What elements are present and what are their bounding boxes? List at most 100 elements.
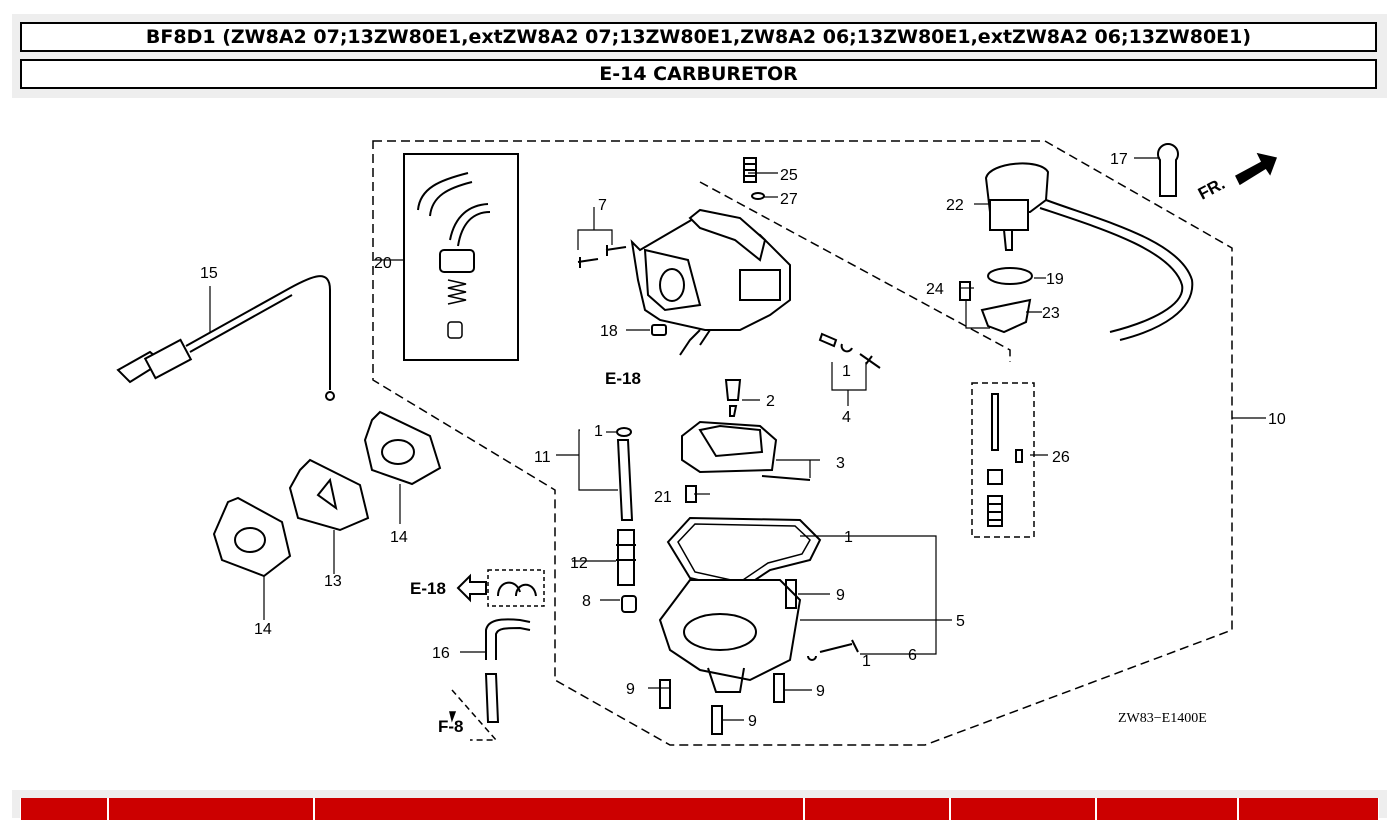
part-15-choke-cable	[116, 275, 335, 401]
part-3-float	[681, 420, 811, 481]
callout-11: 11	[534, 449, 551, 466]
callout-17: 17	[1110, 151, 1128, 168]
callout-21: 21	[654, 489, 672, 506]
diagram-code: ZW83−E1400E	[1118, 711, 1207, 726]
e18-inset-clip	[497, 581, 537, 597]
table-col-1	[20, 798, 108, 820]
callout-8: 8	[582, 593, 591, 610]
callout-25: 25	[780, 167, 798, 184]
part-4-screw	[818, 332, 881, 369]
part-9-bolt-c	[773, 673, 785, 703]
callout-27: 27	[780, 191, 798, 208]
callout-19: 19	[1046, 271, 1064, 288]
f8-ref-lines	[451, 689, 498, 741]
e18-inset-box	[487, 569, 545, 607]
part-26-needle	[987, 393, 1023, 527]
callout-5: 5	[956, 613, 965, 630]
part-1-gasket-inner	[677, 523, 811, 583]
part-20-elbow	[417, 172, 491, 247]
callout-9-d: 9	[748, 713, 757, 730]
fr-arrow	[1235, 152, 1278, 186]
callout-9-c: 9	[816, 683, 825, 700]
part-25-screw	[743, 157, 757, 183]
callout-4: 4	[842, 409, 851, 426]
callout-22: 22	[946, 197, 964, 214]
callout-26: 26	[1052, 449, 1070, 466]
part-24-screw	[959, 281, 971, 301]
part-16-tube	[484, 673, 500, 723]
model-title: BF8D1 (ZW8A2 07;13ZW80E1,extZW8A2 07;13Z…	[20, 22, 1377, 52]
table-col-3	[314, 798, 804, 820]
callout-12: 12	[570, 555, 588, 572]
callout-1-d: 1	[862, 653, 871, 670]
part-9-bolt-a	[785, 579, 797, 609]
part-19-oring	[987, 267, 1033, 285]
table-col-5	[950, 798, 1096, 820]
table-col-2	[108, 798, 314, 820]
part-7-screws	[577, 245, 627, 268]
callout-3: 3	[836, 455, 845, 472]
callout-24: 24	[926, 281, 944, 298]
part-14-gasket-a	[363, 410, 442, 486]
part-9-bolt-b	[659, 679, 671, 709]
callout-6: 6	[908, 647, 917, 664]
part-1-washer-jet	[616, 427, 632, 437]
part-13-gasket-hole	[316, 477, 338, 511]
assembly-outline	[372, 140, 1233, 746]
part-20-spring	[447, 279, 467, 305]
callout-15: 15	[200, 265, 218, 282]
part-14-gasket-b	[212, 496, 292, 578]
callout-14-a: 14	[390, 529, 408, 546]
ref-f8: F-8	[438, 717, 464, 736]
part-9-bolt-d	[711, 705, 723, 735]
part-22-solenoid	[984, 162, 1194, 341]
callout-13: 13	[324, 573, 342, 590]
callout-10: 10	[1268, 411, 1286, 428]
callout-23: 23	[1042, 305, 1060, 322]
ref-e18-top: E-18	[605, 369, 641, 388]
carburetor-body	[630, 208, 791, 356]
part-23-plate	[980, 298, 1032, 334]
leader-lines	[209, 157, 1266, 721]
part-6-screw	[807, 639, 859, 661]
part-27-oring	[751, 192, 765, 200]
carb-body-outline	[699, 181, 1011, 362]
fr-direction-label: FR.	[1195, 174, 1228, 204]
part-18-screw	[651, 324, 667, 336]
f8-arrow	[449, 711, 457, 723]
ref-e18-left: E-18	[410, 579, 446, 598]
part-11-tube	[616, 439, 634, 521]
part-13-gasket	[288, 458, 370, 532]
header-panel: BF8D1 (ZW8A2 07;13ZW80E1,extZW8A2 07;13Z…	[12, 14, 1387, 98]
section-title: E-14 CARBURETOR	[20, 59, 1377, 89]
table-col-6	[1096, 798, 1238, 820]
callout-18: 18	[600, 323, 618, 340]
callout-7: 7	[598, 197, 607, 214]
table-col-4	[804, 798, 950, 820]
callout-16: 16	[432, 645, 450, 662]
table-col-7	[1238, 798, 1379, 820]
parts-table-header	[12, 790, 1387, 820]
part-5-float-chamber	[658, 579, 802, 693]
inset-box-26	[971, 382, 1035, 538]
part-14-gasket-b-hole	[234, 527, 266, 553]
part-17-clamp	[1157, 143, 1179, 197]
part-2-needle	[724, 379, 742, 417]
part-8-nut	[621, 595, 637, 613]
e18-left-arrow	[456, 573, 487, 603]
callout-2: 2	[766, 393, 775, 410]
callout-9-a: 9	[836, 587, 845, 604]
callout-14-b: 14	[254, 621, 272, 638]
part-12-jet	[616, 529, 636, 586]
callout-1-a: 1	[842, 363, 851, 380]
callout-9-b: 9	[626, 681, 635, 698]
part-21-screw	[685, 485, 697, 503]
part-20-fitting	[439, 249, 475, 273]
part-16-hose	[485, 618, 531, 660]
callout-1-b: 1	[594, 423, 603, 440]
callout-20: 20	[374, 255, 392, 272]
inset-box-20	[403, 153, 519, 361]
part-14-gasket-a-hole	[381, 439, 415, 465]
callout-1-c: 1	[844, 529, 853, 546]
carburetor-exploded-diagram: 7 25 27 18 E-18 1 4 2 1 11 3 21 1 12 9 8…	[116, 140, 1286, 746]
